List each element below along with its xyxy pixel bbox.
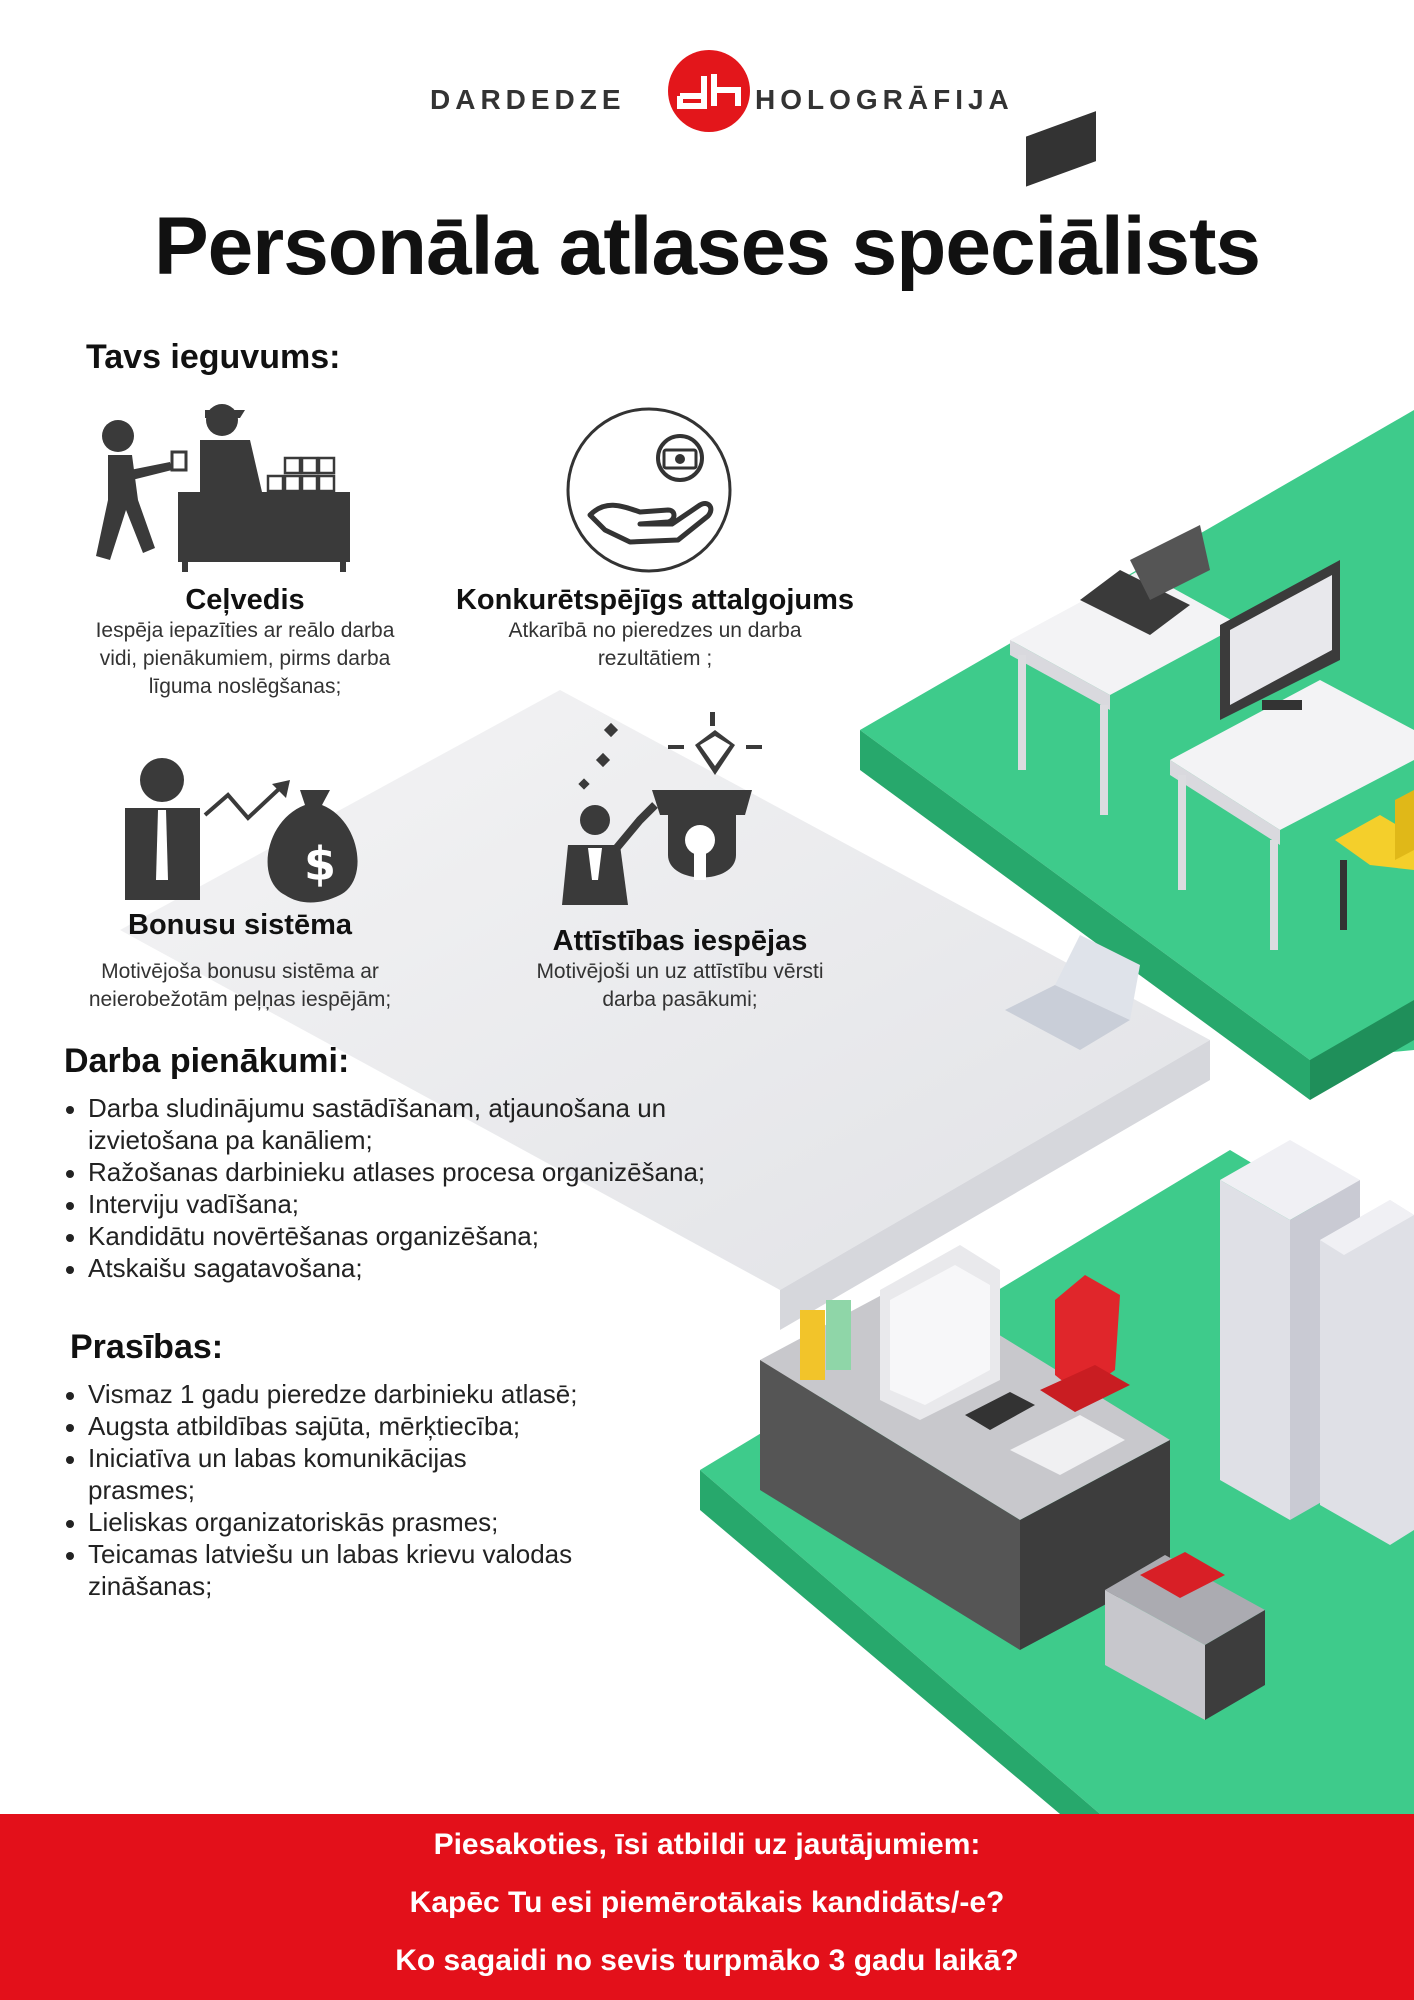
benefit-title: Konkurētspējīgs attalgojums (455, 584, 854, 616)
lower-green-floor-edge (700, 1470, 1100, 1814)
upper-desk-left (1010, 111, 1240, 815)
requirements-heading: Prasības: (70, 1328, 224, 1366)
footer-banner: Piesakoties, īsi atbildi uz jautājumiem:… (0, 1814, 1414, 2000)
benefit-desc-line: Motivējoša bonusu sistēma ar (101, 960, 379, 983)
list-item-text: Ražošanas darbinieku atlases procesa org… (88, 1157, 706, 1187)
benefit-title: Attīstības iespējas (552, 925, 808, 957)
list-item: Vismaz 1 gadu pieredze darbinieku atlasē… (64, 1378, 578, 1410)
list-item-text: prasmes; (88, 1475, 195, 1505)
benefit-desc-line: rezultātiem ; (597, 647, 713, 670)
list-item-text: zināšanas; (88, 1571, 213, 1601)
page-title: Personāla atlases speciālists (153, 201, 1261, 292)
list-item: Ražošanas darbinieku atlases procesa org… (64, 1156, 705, 1188)
list-item: Augsta atbildības sajūta, mērķtiecība; (64, 1410, 578, 1442)
company-logo: DARDEDZE HOLOGRĀFIJA (0, 50, 1414, 150)
benefit-desc-line: neierobežotām peļņas iespējām; (88, 988, 392, 1011)
benefit-desc-line: Motivējoši un uz attīstību vērsti (536, 960, 824, 983)
list-item-text: Kandidātu novērtēšanas organizēšana; (88, 1221, 539, 1251)
duties-list: Darba sludinājumu sastādīšanam, atjaunoš… (64, 1092, 705, 1284)
list-item-text: Interviju vadīšana; (88, 1189, 300, 1219)
logo-mark (668, 50, 750, 132)
office-illustration (120, 111, 1414, 1814)
filing-cabinets (1220, 1140, 1414, 1545)
yellow-chair (1335, 790, 1414, 930)
svg-text:$: $ (304, 837, 336, 891)
upper-green-floor-side (1310, 1000, 1414, 1100)
red-office-chair (1040, 1275, 1130, 1412)
drawer-cabinet (1105, 1552, 1265, 1720)
list-item-text: Lieliskas organizatoriskās prasmes; (88, 1507, 499, 1537)
list-item-text: Atskaišu sagatavošana; (88, 1253, 363, 1283)
benefit-title: Ceļvedis (185, 584, 305, 616)
guide-icon (96, 404, 350, 572)
list-item: Teicamas latviešu un labas krievu valoda… (64, 1538, 578, 1602)
duties-heading: Darba pienākumi: (64, 1042, 350, 1080)
grey-floor-edge (780, 1040, 1210, 1330)
list-item: Atskaišu sagatavošana; (64, 1252, 705, 1284)
upper-green-floor-edge (860, 730, 1310, 1100)
development-diamond-icon (562, 712, 762, 905)
benefit-guide: Ceļvedis Iespēja iepazīties ar reālo dar… (50, 583, 440, 701)
list-item-text: Teicamas latviešu un labas krievu valoda… (88, 1539, 573, 1569)
logo-word-right: HOLOGRĀFIJA (755, 84, 1014, 115)
list-item-text: Darba sludinājumu sastādīšanam, atjaunoš… (88, 1093, 667, 1123)
footer-line: Piesakoties, īsi atbildi uz jautājumiem: (433, 1828, 981, 1861)
benefit-desc-line: vidi, pienākumiem, pirms darba (99, 647, 391, 670)
benefit-title: Bonusu sistēma (128, 909, 352, 941)
benefit-desc-line: līguma noslēgšanas; (148, 675, 342, 698)
benefit-icons: $ (96, 404, 762, 905)
salary-hand-icon (566, 407, 732, 573)
upper-desk-right (1170, 560, 1414, 950)
benefit-salary: Konkurētspējīgs attalgojums Atkarībā no … (440, 583, 870, 673)
benefit-development: Attīstības iespējas Motivējoši un uz att… (470, 924, 890, 1014)
benefits-heading: Tavs ieguvums: (86, 338, 341, 376)
benefit-desc-line: Iespēja iepazīties ar reālo darba (95, 619, 395, 642)
list-item-text: Vismaz 1 gadu pieredze darbinieku atlasē… (88, 1379, 578, 1409)
list-item-text: izvietošana pa kanāliem; (88, 1125, 373, 1155)
list-item: Darba sludinājumu sastādīšanam, atjaunoš… (64, 1092, 705, 1156)
benefit-desc-line: darba pasākumi; (602, 988, 758, 1011)
list-item: Lieliskas organizatoriskās prasmes; (64, 1506, 578, 1538)
footer-line: Kapēc Tu esi piemērotākais kandidāts/-e? (409, 1886, 1005, 1919)
list-item-text: Iniciatīva un labas komunikācijas (88, 1443, 467, 1473)
logo-dh-icon (677, 74, 741, 109)
grey-floor (120, 690, 1210, 1290)
bonus-bag-icon: $ (125, 758, 358, 903)
benefit-bonus: Bonusu sistēma Motivējoša bonusu sistēma… (40, 908, 440, 1014)
requirements-list: Vismaz 1 gadu pieredze darbinieku atlasē… (64, 1378, 578, 1602)
benefit-desc-line: Atkarībā no pieredzes un darba (508, 619, 802, 642)
laptop-on-floor (1005, 935, 1140, 1050)
footer-line: Ko sagaidi no sevis turpmāko 3 gadu laik… (395, 1944, 1019, 1977)
logo-word-left: DARDEDZE (430, 84, 626, 115)
list-item: Kandidātu novērtēšanas organizēšana; (64, 1220, 705, 1252)
list-item: Interviju vadīšana; (64, 1188, 705, 1220)
list-item-text: Augsta atbildības sajūta, mērķtiecība; (88, 1411, 521, 1441)
lower-desk (760, 1245, 1170, 1650)
